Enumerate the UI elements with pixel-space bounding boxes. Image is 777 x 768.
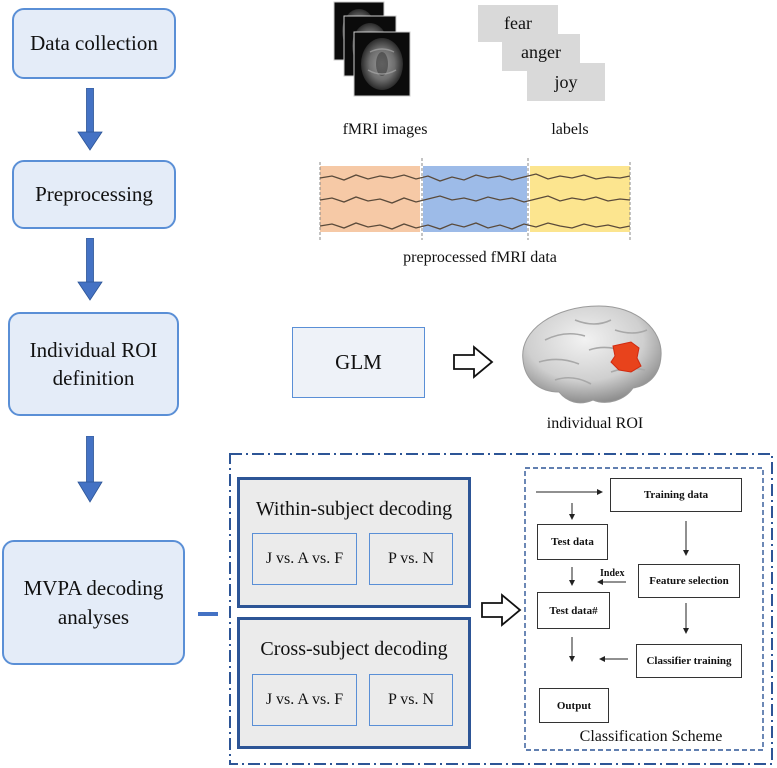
- hollow-arrow-right-icon: [481, 593, 522, 627]
- box-label: Output: [556, 699, 592, 712]
- box-label: Training data: [643, 489, 709, 501]
- box-label: Test data: [551, 536, 594, 548]
- label-card-joy: joy: [527, 63, 605, 101]
- label-text: joy: [554, 71, 578, 92]
- step-preprocessing: Preprocessing: [12, 160, 176, 229]
- training-data-box: Training data: [610, 478, 742, 512]
- step-label: Individual ROI definition: [29, 337, 158, 390]
- step-label: Data collection: [30, 31, 158, 56]
- classifier-training-box: Classifier training: [636, 644, 742, 678]
- within-subject-group: Within-subject decoding J vs. A vs. F P …: [237, 477, 471, 608]
- classification-scheme-caption: Classification Scheme: [579, 728, 723, 745]
- cross-subject-group: Cross-subject decoding J vs. A vs. F P v…: [237, 617, 471, 749]
- box-label: Classifier training: [646, 655, 732, 667]
- step-data-collection: Data collection: [12, 8, 176, 79]
- hollow-arrow-right-icon: [453, 345, 494, 379]
- brain-render: [522, 305, 662, 404]
- cross-subject-title: Cross-subject decoding: [260, 638, 448, 660]
- classification-scheme-frame: [524, 467, 764, 751]
- condition-label: P vs. N: [387, 550, 435, 567]
- roi-blob: [610, 341, 642, 373]
- label-text: fear: [504, 13, 532, 33]
- test-data-hash-box: Test data#: [537, 592, 610, 629]
- step-label: MVPA decoding analyses: [23, 576, 164, 629]
- box-label: Test data#: [549, 604, 598, 617]
- step-mvpa-decoding-analyses: MVPA decoding analyses: [2, 540, 185, 665]
- cross-condition-pn: P vs. N: [369, 674, 453, 726]
- preprocessed-caption: preprocessed fMRI data: [403, 249, 557, 266]
- glm-label: GLM: [335, 350, 382, 374]
- condition-label: J vs. A vs. F: [265, 550, 344, 567]
- scheme-arrows: [536, 489, 689, 662]
- condition-label: J vs. A vs. F: [265, 691, 344, 708]
- connector-dash: [198, 612, 218, 616]
- label-text: anger: [521, 42, 561, 62]
- fmri-images-caption: fMRI images: [342, 121, 428, 138]
- within-subject-title: Within-subject decoding: [255, 498, 453, 520]
- mvpa-dashdot-frame: [229, 453, 773, 765]
- labels-caption: labels: [551, 121, 589, 138]
- step-label: Preprocessing: [35, 182, 153, 207]
- flow-arrow-2: [77, 238, 103, 301]
- condition-label: P vs. N: [387, 691, 435, 708]
- feature-selection-box: Feature selection: [638, 564, 740, 598]
- flow-arrow-3: [77, 436, 103, 503]
- fmri-image-stack: [333, 1, 411, 97]
- box-label: Feature selection: [649, 575, 729, 587]
- individual-roi-caption: individual ROI: [546, 415, 644, 432]
- within-condition-jaf: J vs. A vs. F: [252, 533, 357, 585]
- index-label: Index: [600, 568, 625, 579]
- output-box: Output: [539, 688, 609, 723]
- cross-condition-jaf: J vs. A vs. F: [252, 674, 357, 726]
- flow-arrow-1: [77, 88, 103, 151]
- within-condition-pn: P vs. N: [369, 533, 453, 585]
- glm-box: GLM: [292, 327, 425, 398]
- preprocessed-timeseries: [319, 158, 631, 240]
- step-individual-roi-definition: Individual ROI definition: [8, 312, 179, 416]
- test-data-box: Test data: [537, 524, 608, 560]
